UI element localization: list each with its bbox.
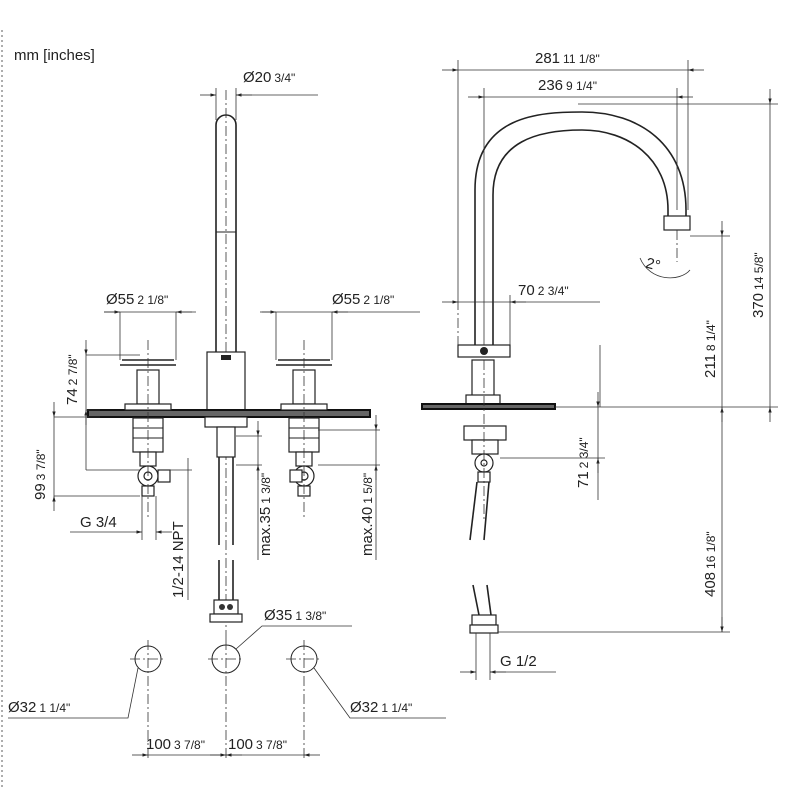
svg-text:G 1/2: G 1/2 <box>500 653 537 670</box>
angle-arc <box>639 257 691 279</box>
svg-text:40816 1/8": 40816 1/8" <box>702 531 719 597</box>
units-label: mm [inches] <box>14 47 95 64</box>
svg-text:37014 5/8": 37014 5/8" <box>750 252 767 318</box>
svg-text:1/2-14 NPT: 1/2-14 NPT <box>170 521 187 598</box>
side-spout-outer <box>474 111 687 345</box>
spout-base <box>206 351 246 411</box>
svg-text:993 7/8": 993 7/8" <box>32 449 49 500</box>
svg-text:702 3/4": 702 3/4" <box>518 282 569 299</box>
center-nut <box>204 416 248 428</box>
deck-plate-side <box>421 403 556 410</box>
svg-text:G 3/4: G 3/4 <box>80 514 117 531</box>
svg-text:2118 1/4": 2118 1/4" <box>702 320 719 378</box>
svg-text:712 3/4": 712 3/4" <box>575 437 592 488</box>
svg-text:max.401 5/8": max.401 5/8" <box>359 473 376 556</box>
deck-plate-front <box>87 409 371 418</box>
center-connector <box>213 599 239 615</box>
left-cross-handle <box>120 340 176 520</box>
svg-text:2°: 2° <box>644 255 662 275</box>
right-cross-handle <box>276 340 332 520</box>
svg-text:max.351 3/8": max.351 3/8" <box>257 473 274 556</box>
aerator <box>663 215 691 231</box>
side-spout-inner <box>492 129 669 345</box>
svg-text:742 7/8": 742 7/8" <box>64 354 81 405</box>
